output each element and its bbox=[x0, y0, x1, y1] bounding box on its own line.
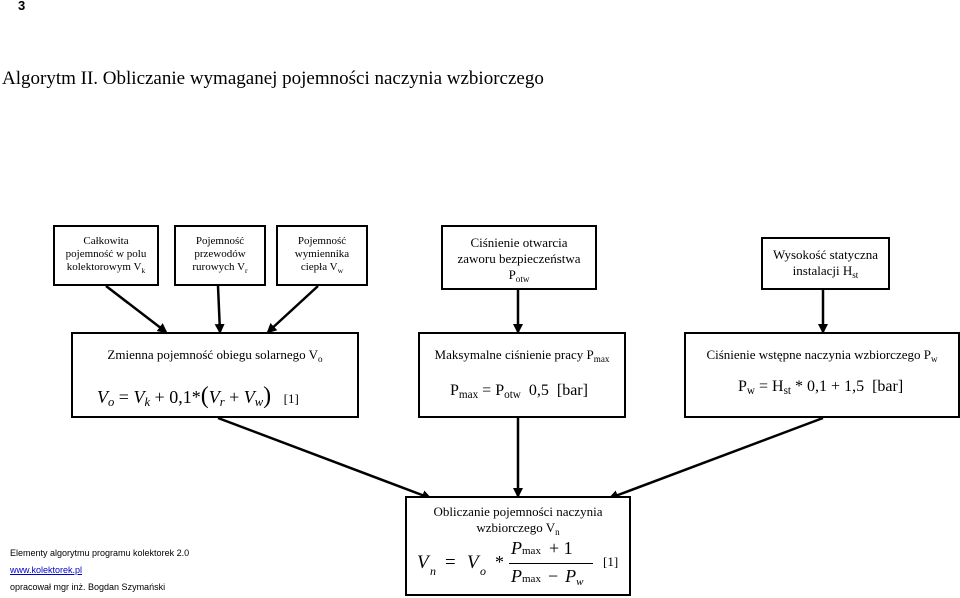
page-title: Algorytm II. Obliczanie wymaganej pojemn… bbox=[2, 68, 544, 89]
arrow-vr-to-vo bbox=[214, 285, 225, 334]
vk-line2: pojemność w polu bbox=[65, 248, 147, 260]
potw-line3: Potw bbox=[508, 267, 530, 284]
vr-line2: przewodów bbox=[194, 248, 246, 260]
vk-line3: kolektorowym Vk bbox=[66, 261, 146, 275]
vo-title: Zmienna pojemność obiegu solarnego Vo bbox=[107, 347, 323, 364]
footer-author: opracował mgr inż. Bogdan Szymański bbox=[10, 582, 166, 592]
vk-line1: Całkowita bbox=[83, 235, 129, 247]
footer-link[interactable]: www.kolektorek.pl bbox=[10, 565, 83, 575]
fraction: Pmax + 1 Pmax − Pw bbox=[509, 538, 593, 596]
page-number: 3 bbox=[18, 0, 26, 13]
intermediate-box-vo: Zmienna pojemność obiegu solarnego Vo Vo… bbox=[71, 332, 359, 418]
footer-line1: Elementy algorytmu programu kolektorek 2… bbox=[10, 548, 190, 558]
intermediate-box-pw: Ciśnienie wstępne naczynia wzbiorczego P… bbox=[684, 332, 960, 418]
input-box-vk: Całkowita pojemność w polu kolektorowym … bbox=[53, 225, 159, 286]
vr-line3: rurowych Vr bbox=[192, 261, 248, 275]
result-box: Obliczanie pojemności naczynia wzbiorcze… bbox=[405, 496, 631, 596]
vr-line1: Pojemność bbox=[195, 235, 245, 247]
potw-line1: Ciśnienie otwarcia bbox=[470, 235, 568, 250]
pw-title: Ciśnienie wstępne naczynia wzbiorczego P… bbox=[706, 347, 938, 364]
pmax-formula: Pmax = Potw 0,5 [bar] bbox=[450, 382, 588, 401]
hst-line1: Wysokość statyczna bbox=[773, 247, 878, 262]
vw-line2: wymiennika bbox=[294, 248, 350, 260]
input-box-hst: Wysokość statyczna instalacji Hst bbox=[761, 237, 890, 290]
input-box-vw: Pojemność wymiennika ciepła Vw bbox=[276, 225, 368, 286]
arrow-vk-to-vo bbox=[105, 285, 168, 334]
hst-line2: instalacji Hst bbox=[792, 263, 859, 280]
vw-line1: Pojemność bbox=[297, 235, 347, 247]
input-box-vr: Pojemność przewodów rurowych Vr bbox=[174, 225, 266, 286]
potw-line2: zaworu bezpieczeństwa bbox=[457, 251, 581, 266]
result-formula: V n = V o * Pmax + 1 Pmax − Pw [1] bbox=[417, 538, 629, 596]
pw-formula: Pw = Hst * 0,1 + 1,5 [bar] bbox=[738, 378, 904, 397]
vw-line3: ciepła Vw bbox=[300, 261, 344, 275]
intermediate-box-pmax: Maksymalne ciśnienie pracy Pmax Pmax = P… bbox=[418, 332, 626, 418]
arrow-pw-to-result bbox=[608, 416, 824, 500]
result-title: Obliczanie pojemności naczynia wzbiorcze… bbox=[433, 504, 603, 537]
vo-formula: Vo = Vk + 0,1*(Vr + Vw) [1] bbox=[97, 383, 299, 409]
input-box-potw: Ciśnienie otwarcia zaworu bezpieczeństwa… bbox=[441, 225, 597, 290]
arrow-vw-to-vo bbox=[266, 285, 319, 334]
pmax-title: Maksymalne ciśnienie pracy Pmax bbox=[434, 347, 610, 364]
arrow-vo-to-result bbox=[217, 416, 432, 500]
